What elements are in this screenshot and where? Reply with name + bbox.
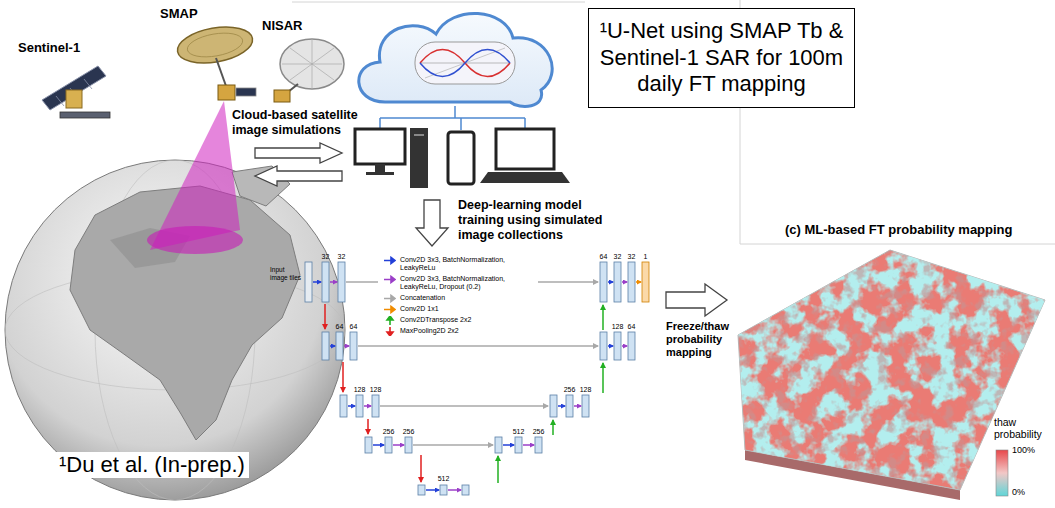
text-box: ¹U-Net using SMAP Tb & Sentinel-1 SAR fo… <box>588 8 855 108</box>
channel-count: 256 <box>533 428 545 436</box>
legend-arrow <box>384 316 396 325</box>
beam-footprint <box>147 226 243 254</box>
reference-note: ¹Du et al. (In-prep.) <box>55 452 249 478</box>
satellite-icon <box>274 39 344 102</box>
legend-text: Concatenation <box>400 294 530 302</box>
device-icons <box>355 128 570 188</box>
step-label: Deep-learning model training using simul… <box>458 198 628 243</box>
panel-title: (c) ML-based FT probability mapping <box>785 222 1013 238</box>
legend-arrow <box>384 305 396 314</box>
legend-item: MaxPooling2D 2x2 <box>384 327 530 336</box>
network-lines <box>380 106 525 130</box>
channel-count: 256 <box>403 428 415 436</box>
satellite-icon <box>175 22 256 100</box>
legend-text: Conv2D 3x3, BatchNormalization, LeakyReL… <box>400 256 530 273</box>
hollow-arrow <box>666 284 727 316</box>
unet-diagram <box>305 262 649 495</box>
step-label: Cloud-based satellite image simulations <box>232 108 372 138</box>
channel-count: 32 <box>614 253 622 261</box>
satellite-name: NISAR <box>262 18 302 34</box>
legend-arrow <box>384 275 396 284</box>
scale-value: 0% <box>1012 487 1025 498</box>
channel-count: 128 <box>370 386 382 394</box>
legend-item: Conv2D 3x3, BatchNormalization, LeakyReL… <box>384 275 530 292</box>
legend-arrow <box>384 327 396 336</box>
hollow-arrow <box>255 166 342 186</box>
satellite-name: SMAP <box>160 6 198 22</box>
box-text: ¹U-Net using SMAP Tb & Sentinel-1 SAR fo… <box>600 18 844 98</box>
legend-arrow <box>384 294 396 303</box>
satellite-name: Sentinel-1 <box>18 40 80 56</box>
channel-count: 256 <box>383 428 395 436</box>
channel-count: 128 <box>354 386 366 394</box>
channel-count: 64 <box>336 323 344 331</box>
legend-title: thaw probability <box>994 416 1052 440</box>
channel-count: 32 <box>338 253 346 261</box>
legend-text: MaxPooling2D 2x2 <box>400 327 530 335</box>
terrain-map <box>738 250 1045 500</box>
channel-count: 512 <box>513 428 525 436</box>
channel-count: 512 <box>438 475 450 483</box>
guide-lines <box>292 0 1055 244</box>
channel-count: 128 <box>580 386 592 394</box>
channel-count: 64 <box>600 253 608 261</box>
input-label: Input image tiles <box>270 266 302 282</box>
legend-arrow <box>384 256 396 265</box>
channel-count: 128 <box>612 323 624 331</box>
step-label: Freeze/thaw probability mapping <box>666 320 732 360</box>
channel-count: 256 <box>564 386 576 394</box>
legend-item: Conv2D 3x3, BatchNormalization, LeakyReL… <box>384 256 530 273</box>
legend-item: Conv2DTranspose 2x2 <box>384 316 530 325</box>
legend-item: Conv2D 1x1 <box>384 305 530 314</box>
channel-count: 64 <box>628 323 636 331</box>
satellite-icon <box>42 66 110 118</box>
channel-count: 1 <box>644 253 648 261</box>
channel-count: 32 <box>628 253 636 261</box>
color-bar <box>996 450 1008 496</box>
legend-text: Conv2D 3x3, BatchNormalization, LeakyReL… <box>400 275 530 292</box>
cloud-icon <box>359 13 552 106</box>
channel-count: 64 <box>350 323 358 331</box>
hollow-arrow <box>416 200 448 246</box>
legend-text: Conv2DTranspose 2x2 <box>400 316 530 324</box>
legend-item: Concatenation <box>384 294 530 303</box>
hollow-arrow <box>255 143 342 163</box>
channel-count: 32 <box>322 253 330 261</box>
scale-value: 100% <box>1012 445 1035 456</box>
legend-text: Conv2D 1x1 <box>400 305 530 313</box>
